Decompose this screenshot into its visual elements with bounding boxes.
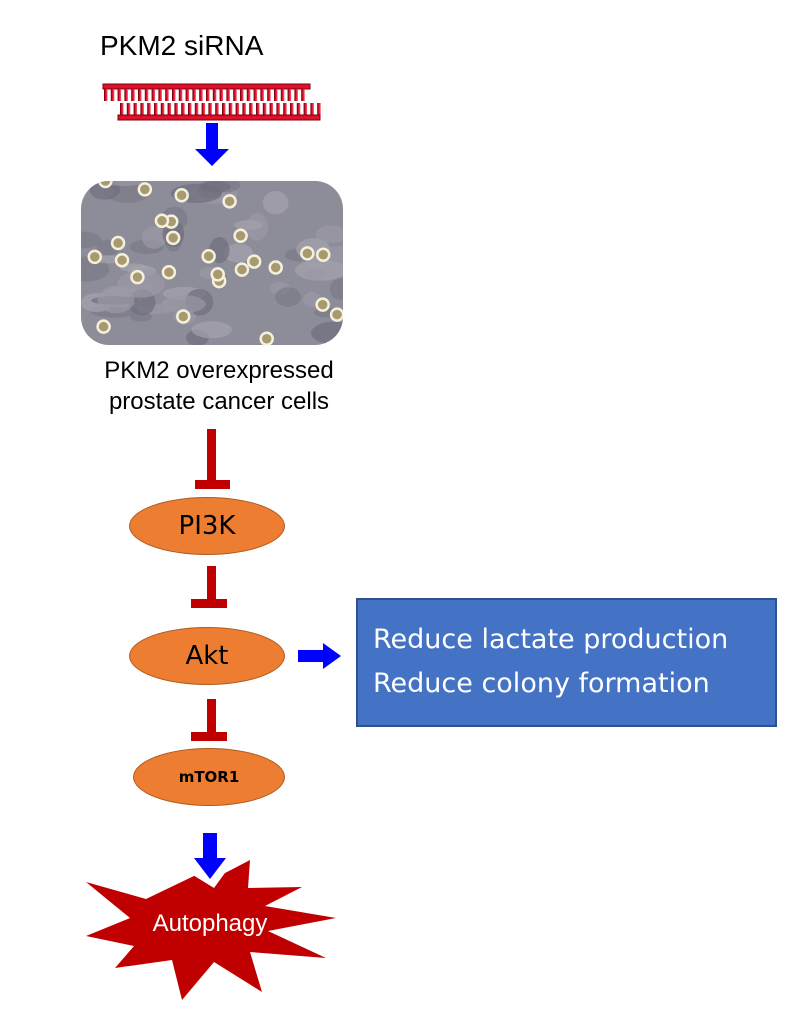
- sirna-rung: [303, 103, 308, 115]
- sirna-rung: [280, 89, 285, 101]
- cells-caption: PKM2 overexpressed prostate cancer cells: [60, 355, 378, 417]
- sirna-rung: [219, 89, 224, 101]
- sirna-rung: [199, 89, 203, 101]
- prostate-cancer-cells-image: [81, 181, 343, 345]
- sirna-rung: [188, 103, 192, 115]
- sirna-rung: [235, 103, 240, 115]
- sirna-rung: [253, 89, 258, 101]
- arrow-akt-to-outcomes: [298, 643, 341, 669]
- sirna-rung: [167, 103, 172, 115]
- inhibit-cells-to-pi3k: [195, 429, 230, 489]
- sirna-rung: [147, 103, 151, 115]
- sirna-rung: [269, 103, 274, 115]
- sirna-rung: [140, 103, 144, 115]
- sirna-rung: [172, 89, 176, 101]
- mtor1-label: mTOR1: [178, 768, 240, 786]
- sirna-rung: [206, 89, 210, 101]
- outcomes-box: Reduce lactate production Reduce colony …: [356, 598, 777, 727]
- sirna-rung: [246, 89, 251, 101]
- sirna-rung: [117, 89, 122, 101]
- sirna-title: PKM2 siRNA: [100, 30, 264, 61]
- sirna-rung: [151, 89, 156, 101]
- sirna-rung: [185, 89, 190, 101]
- pi3k-node: PI3K: [129, 497, 285, 555]
- cells-caption-line2: prostate cancer cells: [108, 388, 330, 415]
- sirna-rung: [201, 103, 206, 115]
- sirna-rung: [212, 89, 217, 101]
- sirna-rung: [262, 103, 267, 115]
- sirna-rung: [222, 103, 226, 115]
- sirna-rung: [124, 89, 128, 101]
- sirna-rung: [287, 89, 292, 101]
- sirna-rung: [110, 89, 115, 101]
- sirna-rung: [233, 89, 237, 101]
- sirna-rung: [104, 89, 108, 101]
- sirna-rung: [126, 103, 131, 115]
- sirna-rung: [301, 89, 305, 101]
- sirna-rung: [158, 89, 162, 101]
- sirna-rung: [144, 89, 149, 101]
- sirna-rung: [296, 103, 301, 115]
- sirna-rung: [274, 89, 278, 101]
- sirna-rung: [138, 89, 142, 101]
- sirna-rung: [267, 89, 271, 101]
- autophagy-label: Autophagy: [152, 910, 268, 937]
- sirna-rung: [174, 103, 178, 115]
- inhibit-akt-to-mtor1: [191, 699, 227, 741]
- sirna-rung: [310, 103, 314, 115]
- sirna-rung: [120, 103, 124, 115]
- sirna-rung: [240, 89, 244, 101]
- sirna-rung: [228, 103, 233, 115]
- sirna-rung: [276, 103, 280, 115]
- sirna-rung: [256, 103, 260, 115]
- sirna-rung: [215, 103, 219, 115]
- sirna-rung: [178, 89, 183, 101]
- outcome-lactate: Reduce lactate production: [373, 624, 729, 655]
- sirna-rung: [165, 89, 169, 101]
- sirna-rung: [192, 89, 196, 101]
- autophagy-burst-shape: [86, 860, 336, 1000]
- sirna-rung: [154, 103, 158, 115]
- sirna-rung: [160, 103, 165, 115]
- sirna-rung: [317, 103, 321, 115]
- sirna-rung: [133, 103, 138, 115]
- sirna-rung: [290, 103, 294, 115]
- arrow-mtor1-to-autophagy: [194, 833, 226, 879]
- inhibit-pi3k-to-akt: [191, 566, 227, 608]
- sirna-rung: [194, 103, 199, 115]
- mtor1-node: mTOR1: [133, 748, 285, 806]
- akt-label: Akt: [185, 641, 229, 671]
- sirna-rung: [181, 103, 185, 115]
- sirna-rung: [249, 103, 253, 115]
- sirna-rung: [260, 89, 264, 101]
- sirna-rung: [131, 89, 135, 101]
- sirna-rung: [208, 103, 212, 115]
- pi3k-label: PI3K: [178, 511, 236, 541]
- sirna-rung: [242, 103, 246, 115]
- sirna-rung: [283, 103, 287, 115]
- outcome-colony: Reduce colony formation: [373, 668, 710, 699]
- sirna-rung: [294, 89, 298, 101]
- arrow-sirna-to-cells: [195, 123, 229, 166]
- sirna-rung: [226, 89, 230, 101]
- cells-caption-line1: PKM2 overexpressed: [104, 357, 334, 384]
- sirna-duplex-icon: [102, 83, 321, 121]
- akt-node: Akt: [129, 627, 285, 685]
